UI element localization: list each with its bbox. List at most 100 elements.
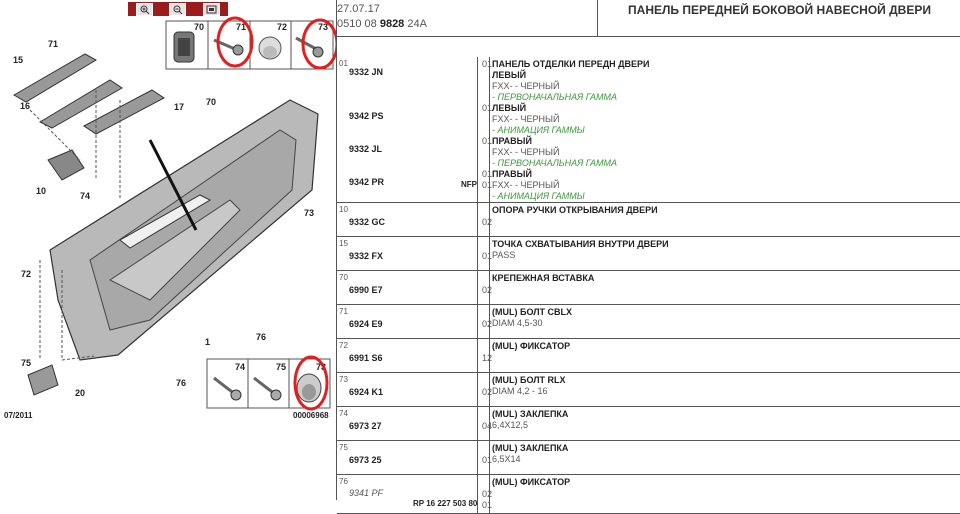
callout-16: 16 [20, 101, 30, 111]
part-quantity: 02 [482, 285, 493, 295]
callout-73: 73 [304, 208, 314, 218]
clip-part-20 [27, 364, 59, 396]
part-quantity: 01 [482, 180, 493, 190]
callout-76a: 76 [256, 332, 266, 342]
part-quantity: 01 [482, 169, 493, 179]
part-description: FXX- - ЧЕРНЫЙ [492, 81, 560, 91]
part-number: 9332 JN [349, 67, 384, 77]
part-quantity: 01 [482, 136, 493, 146]
callout-75: 75 [21, 358, 31, 368]
inset-top: 70 71 72 73 [165, 16, 336, 70]
part-quantity: 01 [482, 455, 493, 465]
inset-bottom-label-73: 73 [316, 362, 326, 372]
part-number: 9342 PR [349, 177, 385, 187]
part-quantity: 01 [482, 59, 493, 69]
part-number: 9332 GC [349, 217, 386, 227]
part-spec: 6,4X12,5 [492, 420, 529, 430]
part-description: FXX- - ЧЕРНЫЙ [492, 114, 560, 124]
part-description: ПРАВЫЙ [492, 169, 532, 179]
inset-top-label-73: 73 [318, 22, 328, 32]
diagram-toolbar [128, 2, 228, 16]
nfp-flag: NFP [461, 180, 477, 189]
callout-76b: 76 [176, 378, 186, 388]
part-description: - АНИМАЦИЯ ГАММЫ [492, 191, 585, 201]
callout-71: 71 [48, 39, 58, 49]
inset-bottom-label-75: 75 [276, 362, 286, 372]
parts-header: 27.07.17 0510 08 9828 24A ПАНЕЛЬ ПЕРЕДНЕ… [337, 0, 960, 37]
diagram-image-code: 00006968 [293, 411, 329, 420]
clip-part-73-bottom [296, 373, 322, 403]
part-quantity: 02 [482, 319, 493, 329]
part-description: FXX- - ЧЕРНЫЙ [492, 147, 560, 157]
part-description: ЛЕВЫЙ [492, 70, 527, 80]
part-title: (MUL) БОЛТ RLX [492, 375, 566, 385]
part-spec: DIAM 4,2 - 16 [492, 386, 548, 396]
zoom-in-icon [140, 5, 150, 14]
callout-70: 70 [206, 97, 216, 107]
handle-parts [13, 53, 165, 200]
part-description: - ПЕРВОНАЧАЛЬНАЯ ГАММА [492, 158, 617, 168]
part-description: ПАНЕЛЬ ОТДЕЛКИ ПЕРЕДН ДВЕРИ [492, 59, 650, 69]
ref-suffix: 24A [404, 18, 427, 30]
part-quantity: 02 [482, 489, 493, 499]
part-title: (MUL) ЗАКЛЕПКА [492, 443, 569, 453]
part-number: 9341 PF [349, 488, 384, 498]
highlight-circle-73-bottom [293, 355, 329, 411]
part-spec: DIAM 4,5-30 [492, 318, 543, 328]
highlight-circle-73 [301, 18, 336, 70]
rivet-part-75 [253, 376, 282, 401]
part-number: 9332 FX [349, 251, 384, 261]
row-index: 71 [339, 307, 348, 316]
insert-part-70 [173, 31, 195, 63]
parts-diagram-panel: 70 71 72 73 [0, 0, 337, 500]
fit-icon [206, 5, 217, 13]
part-title: (MUL) ФИКСАТОР [492, 477, 571, 487]
zoom-out-button[interactable] [169, 2, 187, 16]
parts-list-panel: 27.07.17 0510 08 9828 24A ПАНЕЛЬ ПЕРЕДНЕ… [337, 0, 960, 514]
part-number: 6924 K1 [349, 387, 384, 397]
part-description: ЛЕВЫЙ [492, 103, 527, 113]
part-number: 6973 27 [349, 421, 382, 431]
part-title: ТОЧКА СХВАТЫВАНИЯ ВНУТРИ ДВЕРИ [492, 239, 669, 249]
part-number: 9332 JL [349, 144, 383, 154]
page-title: ПАНЕЛЬ ПЕРЕДНЕЙ БОКОВОЙ НАВЕСНОЙ ДВЕРИ [628, 3, 931, 17]
part-quantity: 02 [482, 217, 493, 227]
zoom-out-icon [173, 5, 183, 14]
catalog-date: 27.07.17 [337, 3, 380, 15]
row-index: 70 [339, 273, 348, 282]
callout-74: 74 [80, 191, 90, 201]
inset-top-label-72: 72 [277, 22, 287, 32]
inset-top-label-71: 71 [236, 22, 246, 32]
row-index: 75 [339, 443, 348, 452]
fit-button[interactable] [202, 2, 220, 16]
part-title: (MUL) БОЛТ CBLX [492, 307, 573, 317]
part-number: 9342 PS [349, 111, 384, 121]
part-quantity: 01 [482, 251, 493, 261]
inset-bottom: 74 75 73 [206, 355, 331, 411]
door-panel-diagram: 70 71 72 73 [4, 16, 336, 420]
part-title: ОПОРА РУЧКИ ОТКРЫВАНИЯ ДВЕРИ [492, 205, 658, 215]
diagram-date-code: 07/2011 [4, 411, 33, 420]
part-quantity-2: 01 [482, 500, 493, 510]
callout-1: 1 [205, 337, 210, 347]
ref-bold: 9828 [379, 18, 405, 30]
ref-prefix: 0510 08 [337, 18, 380, 30]
row-index: 15 [339, 239, 348, 248]
row-index: 72 [339, 341, 348, 350]
part-description: FXX- - ЧЕРНЫЙ [492, 180, 560, 190]
zoom-in-button[interactable] [136, 2, 154, 16]
clip-part-72 [258, 36, 282, 60]
part-description: - ПЕРВОНАЧАЛЬНАЯ ГАММА [492, 92, 617, 102]
row-index: 73 [339, 375, 348, 384]
